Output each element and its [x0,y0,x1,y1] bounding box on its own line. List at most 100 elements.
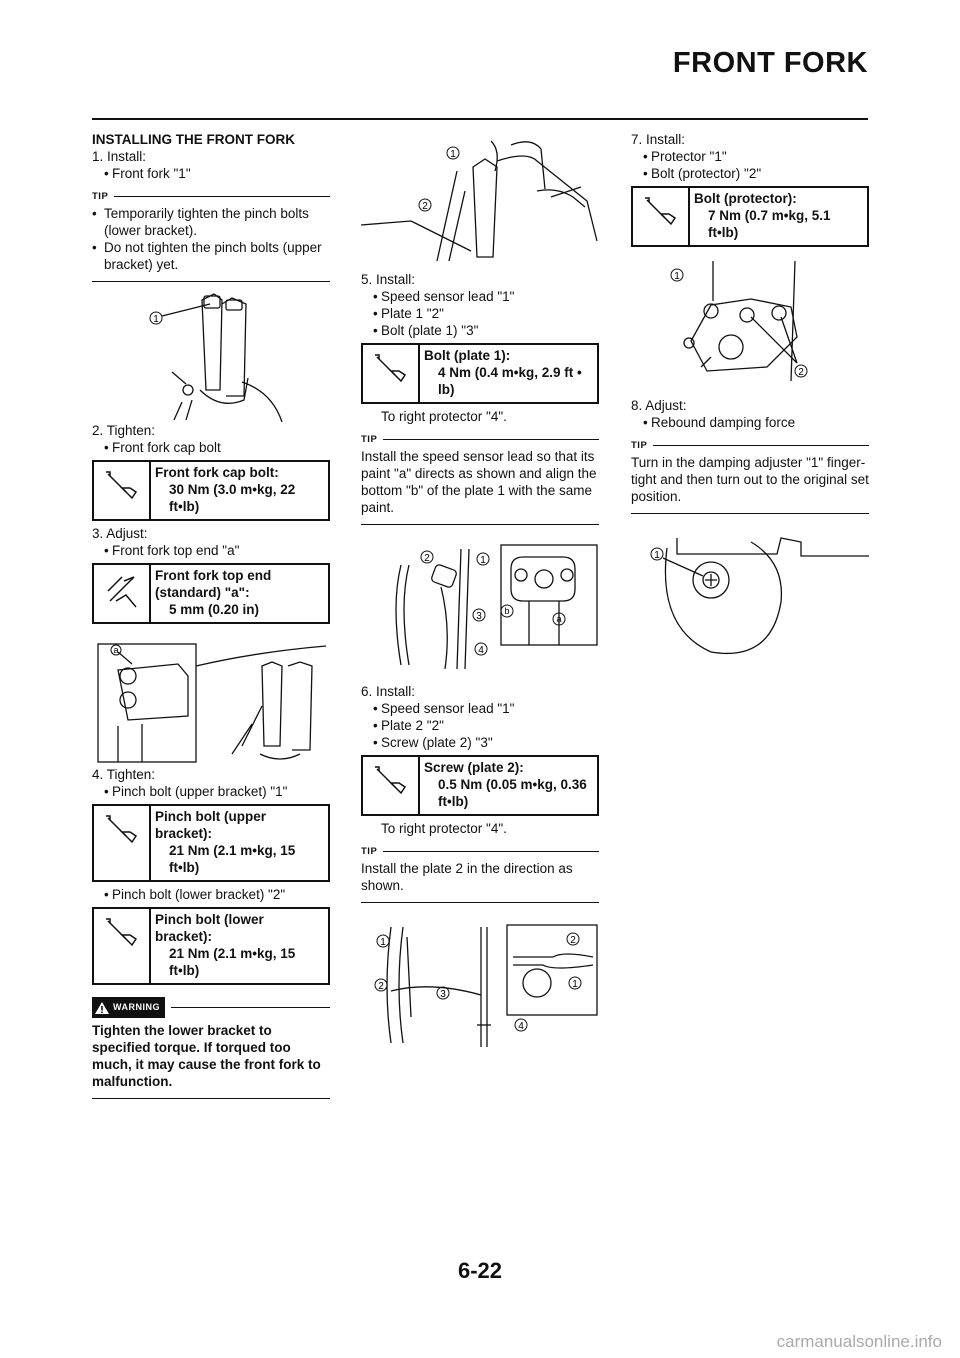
tip-box-1: TIP Temporarily tighten the pinch bolts … [92,188,330,282]
step-4-item-1: Pinch bolt (upper bracket) "1" [100,783,330,800]
tip-item: Do not tighten the pinch bolts (upper br… [92,239,330,273]
spec-name: Front fork top end (standard) "a": [155,568,272,600]
note-protector: To right protector "4". [381,821,507,836]
callout-2: 2 [424,553,430,564]
callout-3: 3 [476,611,482,622]
callout-4: 4 [518,1021,524,1032]
warning-badge: WARNING [92,997,165,1018]
header-rule [92,118,868,120]
page-number: 6-22 [457,1258,503,1283]
torque-wrench-icon [644,197,676,226]
warning-text: Tighten the lower bracket to specified t… [92,1018,330,1099]
spec-name: Pinch bolt (lower bracket): [155,912,264,944]
spec-name: Bolt (protector): [694,191,797,206]
column-2: 1 2 5. Install: Speed sensor lead "1" Pl… [361,131,599,1047]
step-3-item: Front fork top end "a" [100,542,330,559]
step-1-item: Front fork "1" [100,165,330,182]
callout-1: 1 [674,271,680,282]
callout-a: a [556,614,561,624]
step-8: 8. Adjust: [631,398,687,413]
callout-1: 1 [572,979,578,990]
spec-box-upper-pinch: Pinch bolt (upper bracket):21 Nm (2.1 m•… [92,804,330,882]
figure-fork-top-end: a [97,643,327,763]
warning-label: WARNING [113,1002,160,1012]
footer-watermark: carmanualsonline.info [776,1332,942,1351]
callout-1: 1 [654,550,660,561]
tip-text: Turn in the damping adjuster "1" finger-… [631,455,869,504]
spec-value: 21 Nm (2.1 m•kg, 15 ft•lb) [169,946,296,978]
torque-wrench-icon [105,815,137,844]
spec-box-protector-bolt: Bolt (protector):7 Nm (0.7 m•kg, 5.1 ft•… [631,186,869,247]
step-4-item-2: Pinch bolt (lower bracket) "2" [100,886,330,903]
spec-name: Front fork cap bolt: [155,465,279,480]
spec-box-plate1-bolt: Bolt (plate 1): 4 Nm (0.4 m•kg, 2.9 ft • … [361,343,599,404]
tip-label: TIP [361,846,378,857]
step-7: 7. Install: [631,132,686,147]
step-6-item: Screw (plate 2) "3" [369,734,599,751]
page-title: FRONT FORK [672,47,868,79]
callout-1: 1 [450,149,456,160]
step-6-item: Plate 2 "2" [369,717,599,734]
step-3: 3. Adjust: [92,526,148,541]
step-5-item: Bolt (plate 1) "3" [369,322,599,339]
step-6-item: Speed sensor lead "1" [369,700,599,717]
spec-value: 0.5 Nm (0.05 m•kg, 0.36 ft•lb) [438,777,587,809]
step-5-item: Plate 1 "2" [369,305,599,322]
tip-box-6: TIP Install the plate 2 in the direction… [361,843,599,903]
torque-wrench-icon [374,354,406,383]
spec-value: 21 Nm (2.1 m•kg, 15 ft•lb) [169,843,296,875]
step-6: 6. Install: [361,684,416,699]
callout-2: 2 [422,201,428,212]
tip-label: TIP [631,440,648,451]
callout-4: 4 [478,645,484,656]
callout-a: a [113,645,118,655]
tip-text: Install the speed sensor lead so that it… [361,449,597,515]
callout-2: 2 [798,367,804,378]
callout-1: 1 [153,314,159,325]
tip-label: TIP [361,434,378,445]
spec-box-lower-pinch: Pinch bolt (lower bracket):21 Nm (2.1 m•… [92,907,330,985]
tip-item: Temporarily tighten the pinch bolts (low… [92,205,330,239]
tip-box-5: TIP Install the speed sensor lead so tha… [361,431,599,525]
spec-box-top-end: Front fork top end (standard) "a": 5 mm (… [92,563,330,624]
step-7-item: Bolt (protector) "2" [639,165,869,182]
step-2: 2. Tighten: [92,423,156,438]
step-8-item: Rebound damping force [639,414,869,431]
spec-name: Screw (plate 2): [424,760,524,775]
figure-speed-sensor-top: 1 2 [361,140,598,262]
section-heading: INSTALLING THE FRONT FORK [92,132,295,147]
torque-wrench-icon [105,918,137,947]
callout-2: 2 [378,981,384,992]
note-protector: To right protector "4". [381,409,507,424]
step-1: 1. Install: [92,149,147,164]
warning-triangle-icon [95,1001,109,1014]
figure-front-fork-install: 1 [149,293,283,422]
tip-label: TIP [92,191,109,202]
column-3: 7. Install: Protector "1" Bolt (protecto… [631,131,869,658]
spec-value: 30 Nm (3.0 m•kg, 22 ft•lb) [169,482,296,514]
warning-box: WARNING Tighten the lower bracket to spe… [92,997,330,1099]
figure-damping-adjuster: 1 [650,537,869,654]
spec-value: 4 Nm (0.4 m•kg, 2.9 ft • lb) [438,365,582,397]
torque-wrench-icon [105,471,137,500]
spec-value: 5 mm (0.20 in) [169,602,260,617]
callout-1: 1 [380,937,386,948]
spec-name: Bolt (plate 1): [424,348,511,363]
tip-header: TIP [92,188,330,205]
tip-box-8: TIP Turn in the damping adjuster "1" fin… [631,437,869,514]
step-5: 5. Install: [361,272,416,287]
figure-plate2: 1 2 3 4 2 1 [374,924,598,1047]
callout-3: 3 [440,989,446,1000]
spec-name: Pinch bolt (upper bracket): [155,809,266,841]
callout-2: 2 [570,935,576,946]
tip-text: Install the plate 2 in the direction as … [361,861,573,893]
spec-box-cap-bolt: Front fork cap bolt: 30 Nm (3.0 m•kg, 22 … [92,460,330,521]
figure-protector: 1 2 [670,260,808,382]
spec-box-plate2-screw: Screw (plate 2): 0.5 Nm (0.05 m•kg, 0.36 … [361,755,599,816]
step-4: 4. Tighten: [92,767,156,782]
caliper-icon [106,576,137,608]
figure-plate1: 2 1 3 4 b a [395,544,598,669]
step-5-item: Speed sensor lead "1" [369,288,599,305]
step-7-item: Protector "1" [639,148,869,165]
callout-1: 1 [480,555,486,566]
